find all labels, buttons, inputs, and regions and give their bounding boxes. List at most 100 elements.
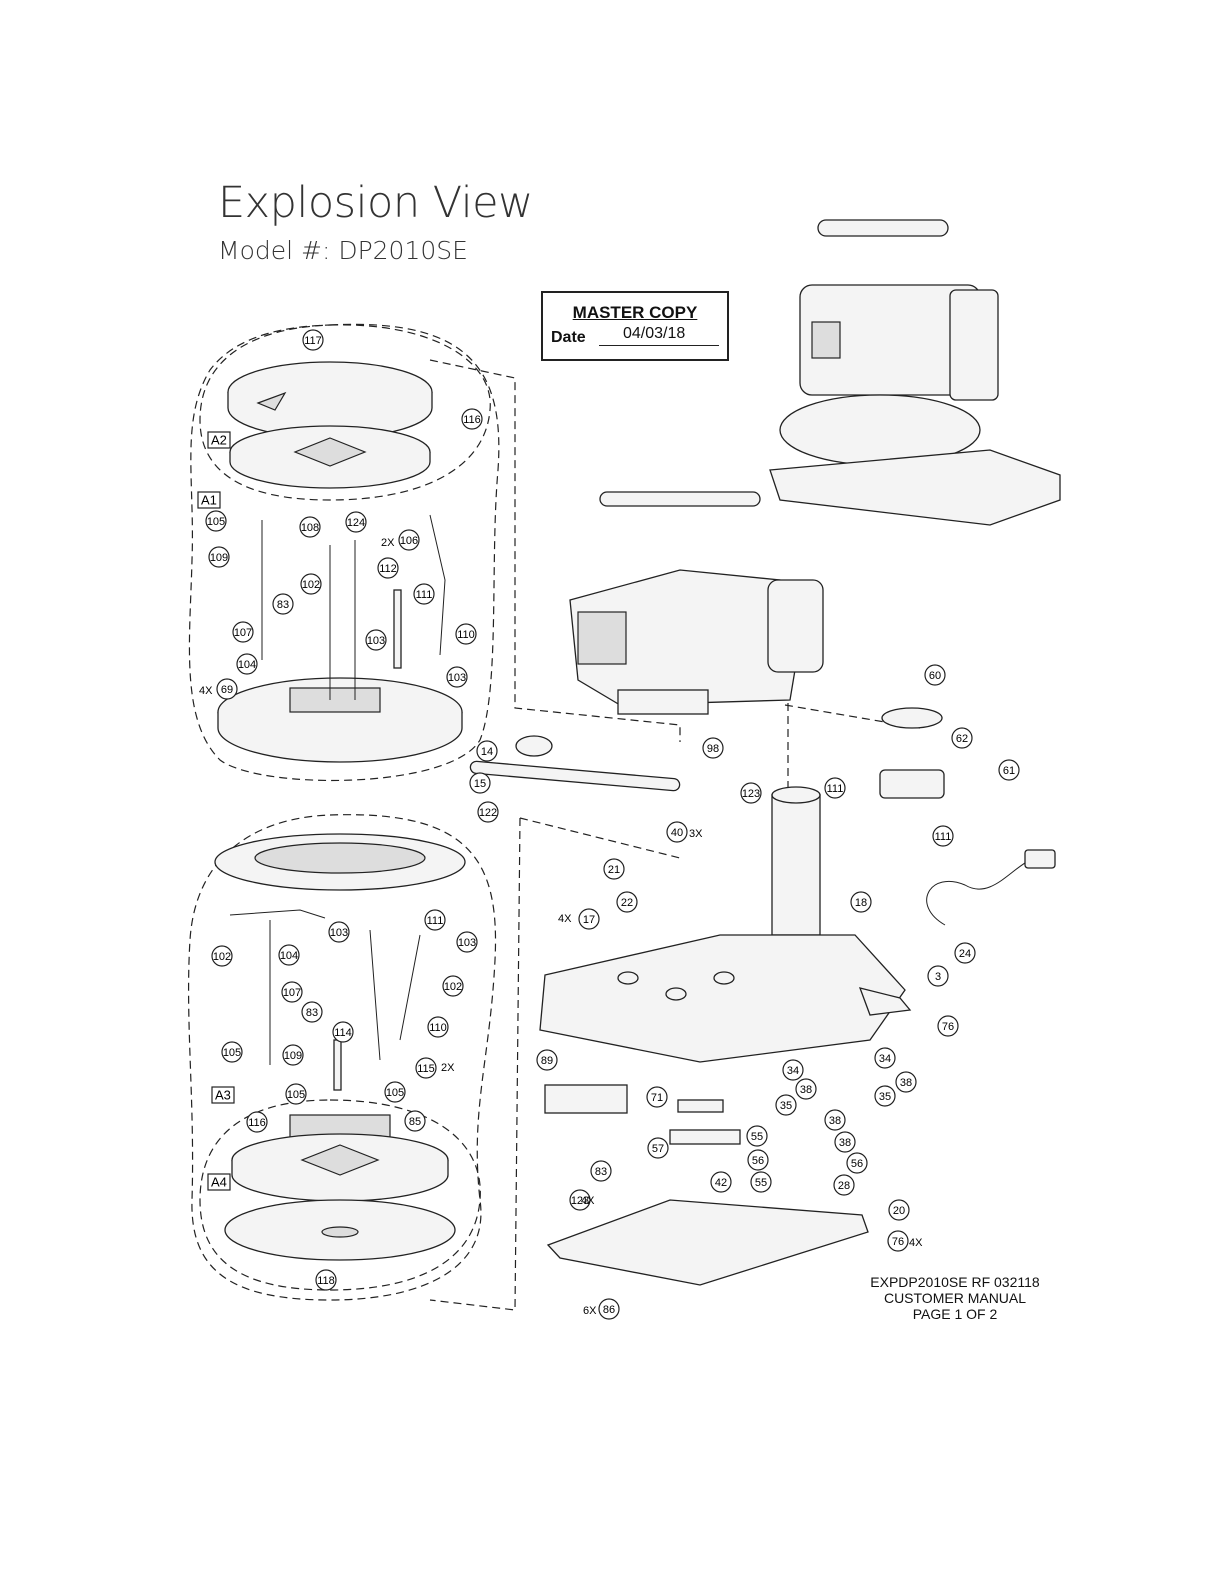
assembly-label-text: A2 (211, 433, 227, 448)
callout-number: 76 (892, 1236, 904, 1248)
callout-103: 103 (456, 931, 478, 953)
callout-22: 22 (616, 891, 638, 913)
callout-69: 69 (216, 678, 238, 700)
callout-35: 35 (874, 1085, 896, 1107)
assembly-label-text: A4 (211, 1175, 227, 1190)
footer-doc-code: EXPDP2010SE RF 032118 (870, 1274, 1040, 1290)
callout-3: 3 (927, 965, 949, 987)
oring-60 (881, 707, 943, 729)
page-title: Explosion View (218, 178, 533, 228)
callout-61: 61 (998, 759, 1020, 781)
callout-number: 106 (400, 535, 418, 547)
callout-number: 86 (603, 1304, 615, 1316)
probe-114 (333, 1039, 342, 1091)
callout-62: 62 (951, 727, 973, 749)
callout-number: 61 (1003, 765, 1015, 777)
callout-110: 110 (455, 623, 477, 645)
callout-98: 98 (702, 737, 724, 759)
quantity-label: 3X (689, 828, 703, 840)
callout-number: 105 (223, 1047, 241, 1059)
callout-20: 20 (888, 1199, 910, 1221)
callout-number: 38 (839, 1137, 851, 1149)
callout-number: 108 (301, 522, 319, 534)
callout-118: 118 (315, 1269, 337, 1291)
power-cord-24 (926, 859, 1031, 926)
callout-number: 56 (851, 1158, 863, 1170)
bottom-plate (546, 1199, 869, 1286)
callout-number: 55 (755, 1177, 767, 1189)
quantity-label: 2X (441, 1062, 455, 1074)
callout-102: 102 (211, 945, 233, 967)
callout-112: 112 (377, 557, 399, 579)
callout-55: 55 (750, 1171, 772, 1193)
callout-111: 111 (932, 825, 954, 847)
quantity-label: 4X (909, 1237, 923, 1249)
callout-number: 117 (304, 335, 322, 347)
callout-number: 69 (221, 684, 233, 696)
callout-38: 38 (824, 1109, 846, 1131)
callout-number: 107 (283, 987, 301, 999)
assembly-label-a1: A1 (197, 491, 221, 509)
callout-number: 122 (479, 807, 497, 819)
link-dash-2 (784, 704, 921, 729)
stamp-date-label: Date (551, 329, 586, 346)
callout-number: 60 (929, 670, 941, 682)
clamp-62 (879, 769, 945, 799)
wire-102-right (369, 929, 421, 1061)
callout-103: 103 (328, 921, 350, 943)
callout-38: 38 (795, 1078, 817, 1100)
callout-18: 18 (850, 891, 872, 913)
callout-40: 40 (666, 821, 688, 843)
callout-24: 24 (954, 942, 976, 964)
callout-number: 102 (444, 981, 462, 993)
callout-number: 83 (595, 1166, 607, 1178)
callout-number: 34 (879, 1053, 891, 1065)
callout-number: 56 (752, 1155, 764, 1167)
callout-number: 17 (583, 914, 595, 926)
head-handle (599, 491, 761, 507)
stamp-date-value: 04/03/18 (623, 325, 686, 342)
callout-38: 38 (895, 1071, 917, 1093)
callout-86: 86 (598, 1298, 620, 1320)
column-top (771, 786, 821, 804)
control-box-89 (544, 1084, 628, 1114)
callout-number: 103 (330, 927, 348, 939)
callout-34: 34 (874, 1047, 896, 1069)
plug (1024, 849, 1056, 869)
callout-83: 83 (301, 1001, 323, 1023)
callout-42: 42 (710, 1171, 732, 1193)
callout-85: 85 (404, 1110, 426, 1132)
callout-83: 83 (590, 1160, 612, 1182)
callout-110: 110 (427, 1016, 449, 1038)
callout-102: 102 (300, 573, 322, 595)
callout-83: 83 (272, 593, 294, 615)
callout-76: 76 (887, 1230, 909, 1252)
callout-number: 24 (959, 948, 971, 960)
callout-103: 103 (446, 666, 468, 688)
callout-60: 60 (924, 664, 946, 686)
callout-number: 111 (427, 915, 444, 927)
callout-number: 76 (942, 1021, 954, 1033)
callout-number: 118 (317, 1275, 335, 1287)
callout-15: 15 (469, 772, 491, 794)
callout-56: 56 (747, 1149, 769, 1171)
group-outline-top (188, 323, 500, 782)
callout-105: 105 (221, 1041, 243, 1063)
probe-112 (393, 589, 402, 669)
heater-block (289, 687, 381, 713)
callout-number: 22 (621, 897, 633, 909)
callout-number: 42 (715, 1177, 727, 1189)
callout-123: 123 (569, 1189, 591, 1211)
master-copy-stamp: MASTER COPY Date 04/03/18 (541, 291, 729, 361)
callout-number: 103 (448, 672, 466, 684)
footer-manual: CUSTOMER MANUAL (883, 1290, 1027, 1306)
callout-number: 123 (571, 1195, 589, 1207)
assembly-label-a2: A2 (207, 431, 231, 449)
stamp-date-underline (599, 345, 719, 346)
machine-top-display (811, 321, 841, 359)
wire-102-left (229, 909, 326, 1065)
quantity-label: 4X (581, 1195, 595, 1207)
callout-number: 102 (213, 951, 231, 963)
warning-triangle (256, 391, 287, 411)
callout-55: 55 (746, 1125, 768, 1147)
